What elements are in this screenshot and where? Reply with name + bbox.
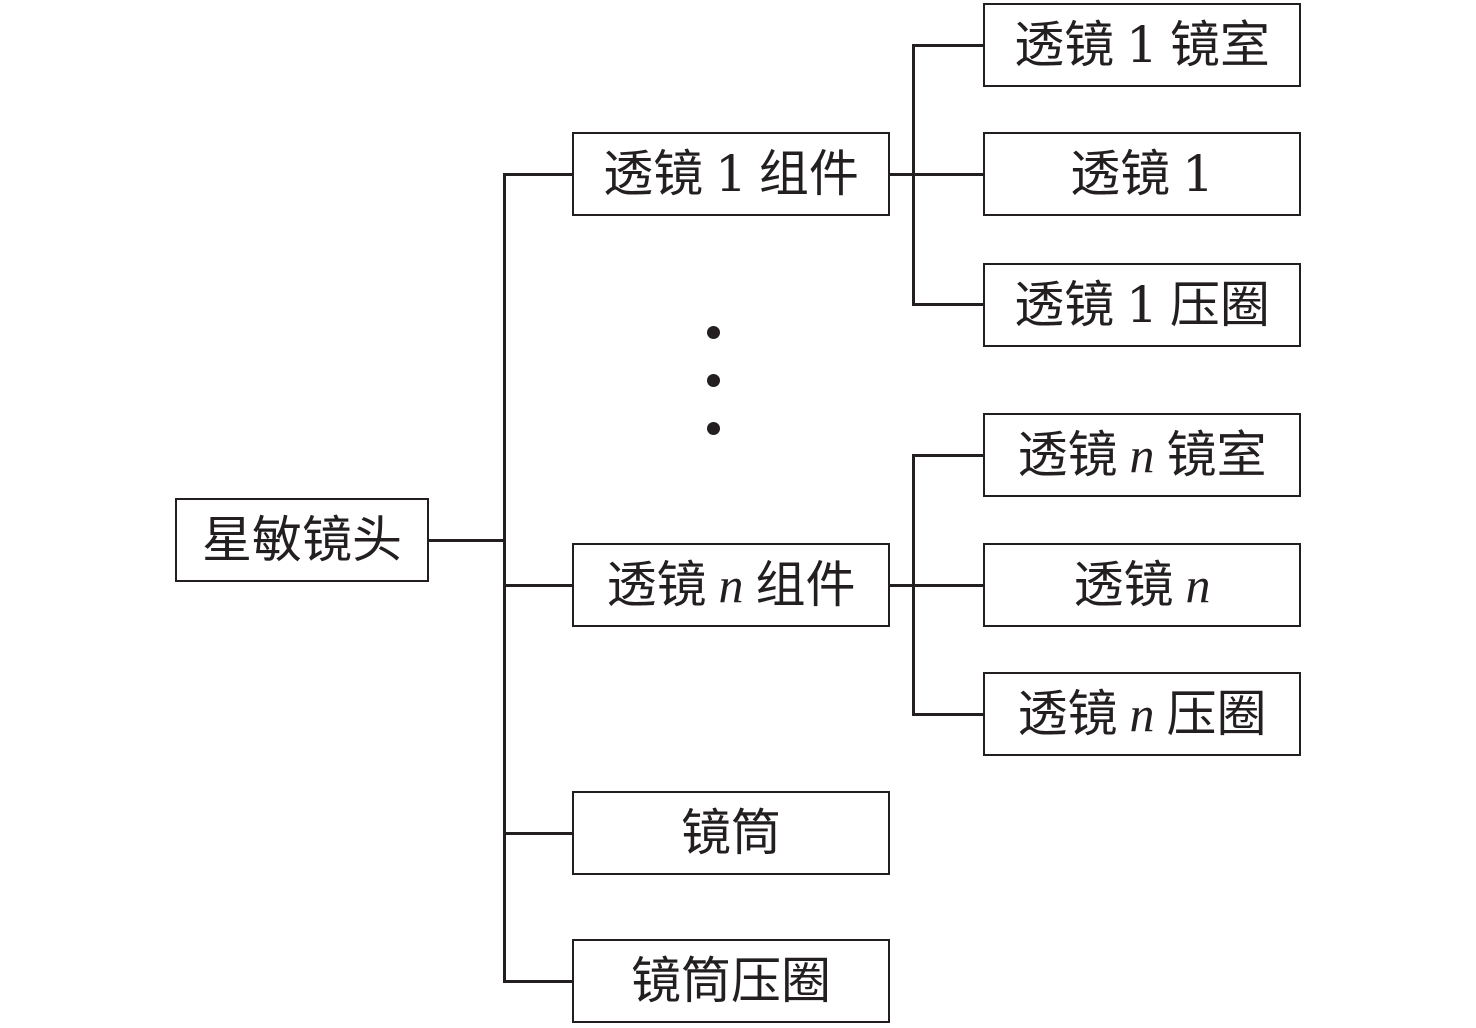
connector-to-lens1-cell — [912, 44, 984, 47]
node-label-pre: 透镜 — [1073, 556, 1174, 614]
connector-lensn-stub — [890, 584, 984, 587]
node-lens-barrel: 镜筒 — [572, 791, 890, 875]
node-label-pre: 透镜 — [603, 145, 704, 203]
node-label-post: 镜室 — [1166, 426, 1267, 484]
node-label-pre: 透镜 — [606, 556, 707, 614]
connector-to-lens1-ring — [912, 303, 984, 306]
connector-level1-trunk — [503, 173, 506, 982]
ellipsis-dot-2 — [707, 374, 720, 387]
node-label-var: n — [1129, 686, 1155, 742]
node-label-post: 组件 — [755, 556, 856, 614]
node-label-pre: 透镜 — [1070, 145, 1171, 203]
connector-to-lensn-assembly — [503, 584, 573, 587]
connector-lens1-stub — [890, 173, 984, 176]
node-label: 镜筒 — [681, 804, 781, 862]
node-label-pre: 透镜 — [1014, 16, 1115, 74]
node-label: 星敏镜头 — [202, 511, 402, 569]
connector-lensn-trunk — [912, 454, 915, 715]
connector-to-lensn-ring — [912, 713, 984, 716]
node-label-pre: 透镜 — [1017, 426, 1118, 484]
node-star-sensor-lens: 星敏镜头 — [175, 498, 429, 582]
node-label-var: 1 — [1182, 145, 1214, 203]
node-label-var: 1 — [715, 145, 747, 203]
node-label-pre: 透镜 — [1014, 276, 1115, 334]
connector-to-barrel — [503, 832, 573, 835]
node-label-var: n — [1185, 557, 1211, 613]
node-label-post: 压圈 — [1169, 276, 1270, 334]
node-label-var: 1 — [1126, 276, 1158, 334]
node-label-var: 1 — [1126, 16, 1158, 74]
connector-root-stub — [429, 539, 504, 542]
ellipsis-dot-1 — [707, 326, 720, 339]
node-lens-barrel-retaining-ring: 镜筒压圈 — [572, 939, 890, 1023]
node-label-pre: 透镜 — [1017, 685, 1118, 743]
node-label-var: n — [1129, 427, 1155, 483]
node-label: 镜筒压圈 — [631, 952, 831, 1010]
ellipsis-dot-3 — [707, 422, 720, 435]
connector-to-lensn-cell — [912, 454, 984, 457]
node-label-post: 组件 — [758, 145, 859, 203]
node-label-var: n — [718, 557, 744, 613]
node-label-post: 压圈 — [1166, 685, 1267, 743]
connector-lens1-trunk — [912, 44, 915, 305]
connector-to-barrel-ring — [503, 980, 573, 983]
node-label-post: 镜室 — [1169, 16, 1270, 74]
connector-to-lens1-assembly — [503, 173, 573, 176]
